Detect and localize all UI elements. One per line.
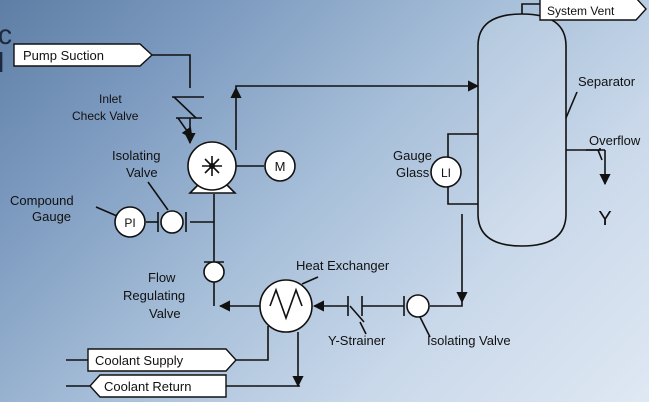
gauge-glass-label-1: Gauge [393, 148, 432, 163]
system-vent-flag: System Vent [539, 0, 647, 21]
flow-regulating-valve-icon [203, 261, 225, 283]
inlet-check-valve-label-1: Inlet [99, 92, 122, 106]
y-strainer-label: Y-Strainer [328, 333, 386, 348]
corner-title-fragment-1: c [0, 19, 12, 50]
motor-symbol: M [275, 159, 286, 174]
isolating-valve-right-label: Isolating Valve [427, 333, 511, 348]
flow-regulating-label-3: Valve [149, 306, 181, 321]
heat-exchanger-icon [259, 279, 313, 333]
isolating-valve-left-label-2: Valve [126, 165, 158, 180]
corner-title-fragment-2: l [0, 47, 4, 78]
pump-suction-flag: Pump Suction [13, 43, 154, 67]
pressure-indicator-icon: PI [114, 206, 146, 238]
pressure-indicator-symbol: PI [124, 216, 135, 230]
system-vent-label: System Vent [547, 4, 615, 18]
overflow-end-symbol: Y [598, 208, 611, 230]
gauge-glass-label-2: Glass [396, 165, 430, 180]
compound-gauge-label-1: Compound [10, 193, 74, 208]
y-strainer-icon [347, 296, 365, 323]
isolating-valve-left-label-1: Isolating [112, 148, 160, 163]
level-indicator-symbol: LI [441, 166, 451, 180]
centrifugal-pump-icon [187, 141, 237, 194]
overflow-label: Overflow [589, 133, 641, 148]
motor-icon: M [264, 150, 296, 182]
inlet-check-valve-icon [172, 96, 204, 119]
flow-regulating-label-2: Regulating [123, 288, 185, 303]
level-indicator-icon: LI [430, 156, 462, 188]
coolant-return-flag: Coolant Return [89, 374, 227, 398]
pump-suction-label: Pump Suction [23, 48, 104, 63]
coolant-supply-label: Coolant Supply [95, 353, 184, 368]
heat-exchanger-label: Heat Exchanger [296, 258, 390, 273]
inlet-check-valve-label-2: Check Valve [72, 109, 139, 123]
isolating-valve-left-icon [157, 210, 187, 234]
flow-regulating-label-1: Flow [148, 270, 176, 285]
compound-gauge-label-2: Gauge [32, 209, 71, 224]
separator-vessel-icon [477, 13, 567, 247]
isolating-valve-right-icon [403, 294, 430, 318]
coolant-return-label: Coolant Return [104, 379, 191, 394]
separator-label: Separator [578, 74, 636, 89]
coolant-supply-flag: Coolant Supply [87, 348, 237, 372]
